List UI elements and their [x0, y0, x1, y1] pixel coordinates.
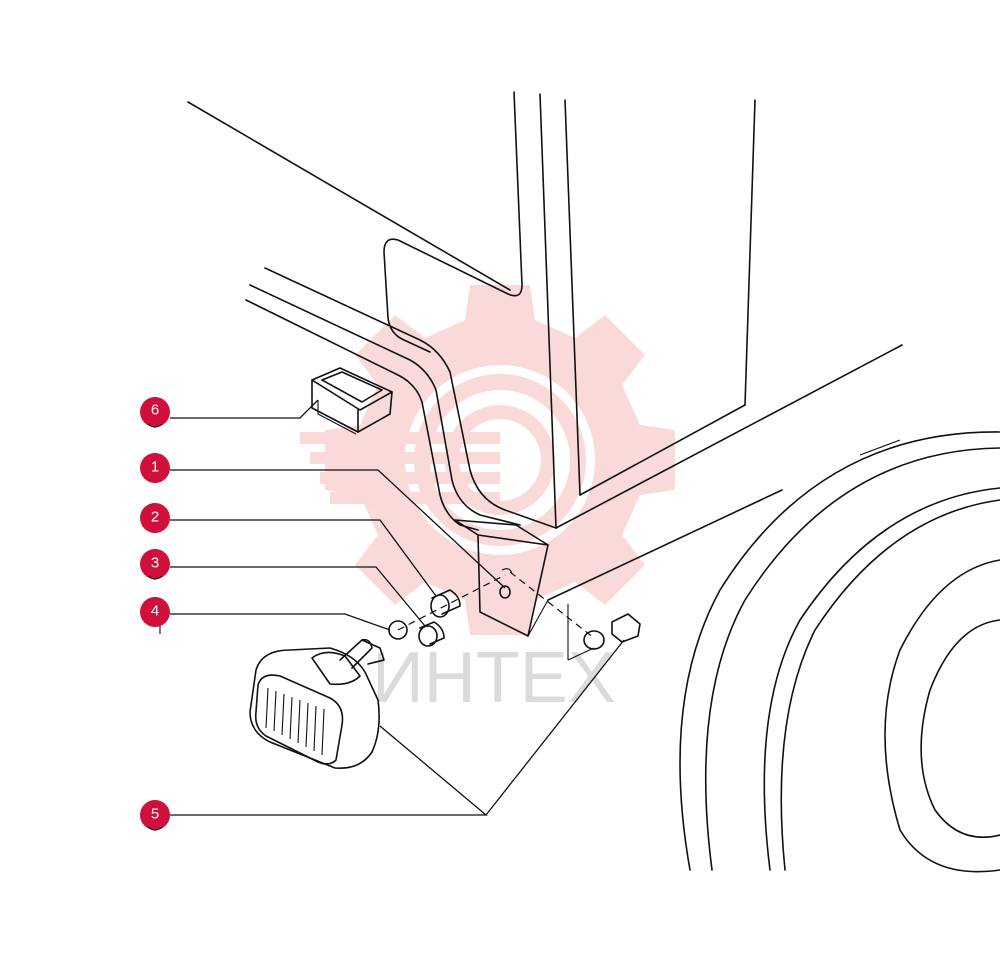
spacer-bushing — [430, 589, 461, 618]
rocker-switch — [311, 367, 393, 435]
callout-2: 2 — [140, 503, 170, 533]
leader-line-6 — [170, 399, 319, 419]
callouts: 6 1 2 3 4 5 — [140, 397, 170, 831]
callout-1: 1 — [140, 453, 170, 483]
callout-3: 3 — [140, 549, 170, 580]
watermark-text: ИНТЕХ — [372, 638, 616, 718]
hardware — [388, 568, 641, 650]
callout-4-number: 4 — [151, 603, 159, 620]
work-lamp — [249, 638, 385, 769]
assembly-axis — [397, 571, 595, 661]
callout-2-number: 2 — [151, 509, 159, 526]
flat-washer-rear — [583, 630, 605, 650]
hex-nut — [611, 613, 641, 643]
callout-5-number: 5 — [151, 806, 159, 823]
callout-6: 6 — [140, 397, 170, 428]
callout-5: 5 — [140, 800, 170, 831]
leader-line-4 — [170, 613, 391, 631]
leader-line-5 — [170, 639, 625, 816]
callout-1-number: 1 — [151, 459, 159, 476]
leader-lines — [170, 399, 625, 816]
rubber-washer — [418, 621, 445, 647]
watermark-gear-logo-icon — [300, 285, 675, 635]
leader-line-2 — [170, 519, 437, 597]
cab-body — [187, 91, 903, 637]
callout-4: 4 — [140, 597, 170, 634]
leader-line-1 — [170, 469, 506, 589]
leader-line-3 — [170, 566, 426, 627]
callout-3-number: 3 — [151, 555, 159, 572]
callout-6-number: 6 — [151, 402, 159, 419]
lamp-lens-grille — [265, 687, 325, 756]
wheel — [679, 431, 1000, 873]
